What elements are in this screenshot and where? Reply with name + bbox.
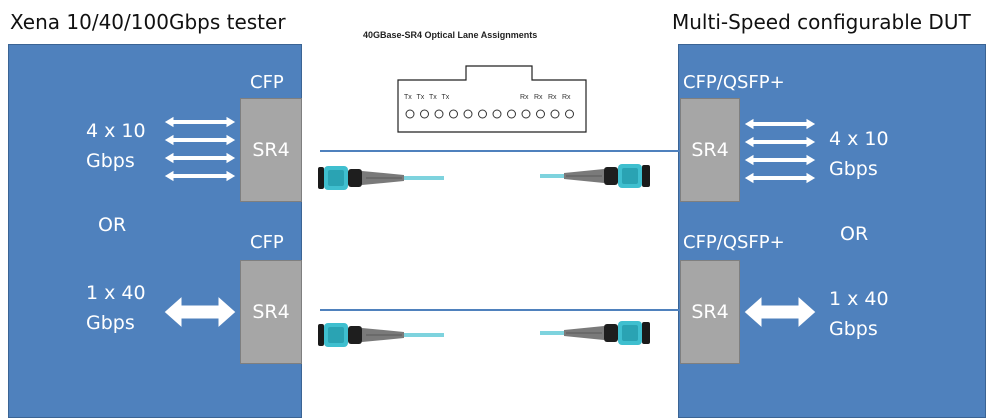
tester-speed-top-1: 4 x 10 [86, 120, 146, 142]
lane-diagram-connector: Tx Tx Tx Tx Rx Rx Rx Rx [397, 65, 587, 133]
double-arrow-icon [163, 169, 237, 183]
fiber-position [492, 109, 502, 119]
double-arrow-icon [743, 153, 817, 167]
fiber-position [550, 109, 560, 119]
fiber-position [405, 109, 415, 119]
dut-speed-top-2: Gbps [829, 158, 878, 180]
tester-title: Xena 10/40/100Gbps tester [10, 10, 286, 34]
rx-lane-label: Rx [520, 94, 529, 101]
tester-sr4-module-bottom: SR4 [240, 260, 302, 364]
dut-speed-top-1: 4 x 10 [829, 128, 889, 150]
dut-sr4-label-top: SR4 [691, 139, 729, 161]
dut-port-label-top: CFP/QSFP+ [683, 72, 785, 93]
dut-speed-bottom-2: Gbps [829, 318, 878, 340]
fiber-position [478, 109, 487, 119]
tester-port-label-bottom: CFP [250, 232, 284, 253]
rx-lane-label: Rx [534, 94, 543, 101]
tester-sr4-label-top: SR4 [252, 139, 290, 161]
double-arrow-icon [743, 135, 817, 149]
tester-or-label: OR [98, 214, 127, 236]
dut-title: Multi-Speed configurable DUT [672, 10, 971, 34]
double-arrow-icon [163, 133, 237, 147]
tester-big-arrow-icon [163, 295, 237, 329]
lane-diagram-title: 40GBase-SR4 Optical Lane Assignments [363, 30, 538, 40]
fiber-position [434, 109, 444, 119]
dut-lane-arrows-top [743, 117, 817, 185]
mpo-connector-icon [539, 320, 651, 346]
tester-lane-arrows-top [163, 115, 237, 183]
fiber-position [463, 109, 473, 119]
tx-lane-label: Tx [417, 94, 425, 101]
fiber-position [521, 109, 531, 119]
rx-lane-label: Rx [548, 94, 557, 101]
tester-speed-top-2: Gbps [86, 150, 135, 172]
rx-lane-label: Rx [562, 94, 571, 101]
mpo-connector-icon [317, 165, 445, 191]
dut-port-label-bottom: CFP/QSFP+ [683, 232, 785, 253]
dut-sr4-label-bottom: SR4 [691, 301, 729, 323]
double-arrow-icon [163, 151, 237, 165]
tester-sr4-label-bottom: SR4 [252, 301, 290, 323]
dut-or-label: OR [840, 223, 869, 245]
mpo-connector-icon [539, 163, 651, 189]
mpo-connector-icon [317, 322, 445, 348]
tx-lane-label: Tx [404, 94, 412, 101]
tester-speed-bottom-1: 1 x 40 [86, 282, 146, 304]
fiber-link-bottom [320, 309, 680, 311]
dut-speed-bottom-1: 1 x 40 [829, 288, 889, 310]
double-arrow-icon [743, 117, 817, 131]
tx-lane-label: Tx [429, 94, 437, 101]
tester-sr4-module-top: SR4 [240, 98, 302, 202]
dut-sr4-module-bottom: SR4 [680, 260, 740, 364]
tester-port-label-top: CFP [250, 72, 284, 93]
fiber-position [536, 109, 545, 119]
tester-speed-bottom-2: Gbps [86, 312, 135, 334]
tx-lane-label: Tx [442, 94, 450, 101]
dut-big-arrow-icon [743, 295, 817, 329]
double-arrow-icon [163, 115, 237, 129]
fiber-position [449, 109, 458, 119]
fiber-position [507, 109, 516, 119]
double-arrow-icon [743, 171, 817, 185]
fiber-position [565, 109, 574, 119]
fiber-link-top [320, 150, 680, 152]
dut-sr4-module-top: SR4 [680, 98, 740, 202]
fiber-position [420, 109, 429, 119]
